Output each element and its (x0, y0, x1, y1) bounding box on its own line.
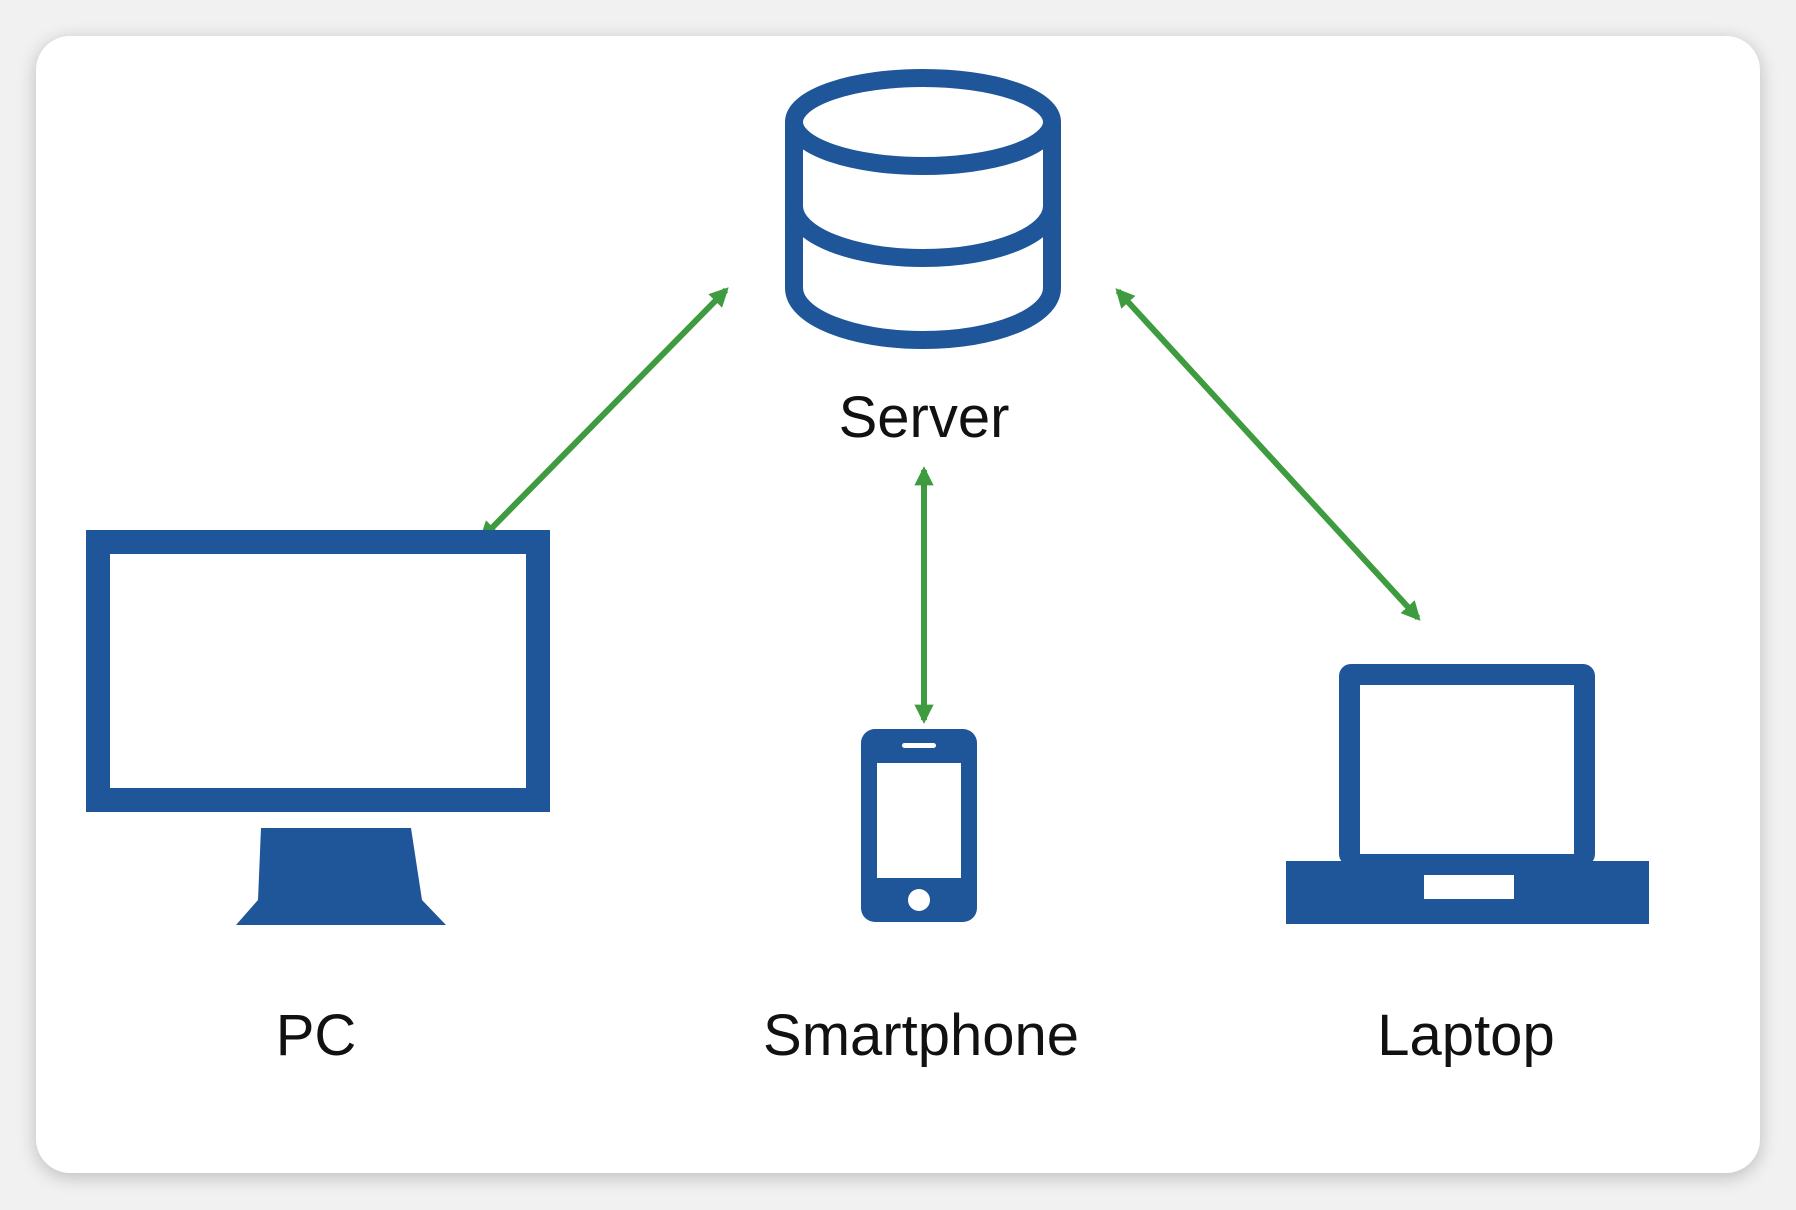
node-label-laptop: Laptop (1377, 1003, 1555, 1068)
arrow-server-pc (479, 287, 729, 541)
desktop-monitor-icon (86, 530, 550, 925)
arrow-server-laptop (1115, 288, 1421, 621)
laptop-icon (1286, 664, 1649, 924)
connection-arrows (479, 287, 1421, 724)
network-diagram (86, 69, 1649, 925)
database-server-icon (785, 69, 1061, 350)
node-label-pc: PC (275, 1003, 357, 1068)
diagram-card: Server PC Smartphone Laptop (36, 36, 1760, 1173)
node-label-smartphone: Smartphone (763, 1003, 1079, 1068)
smartphone-icon (861, 729, 977, 922)
node-label-server: Server (838, 385, 1010, 450)
